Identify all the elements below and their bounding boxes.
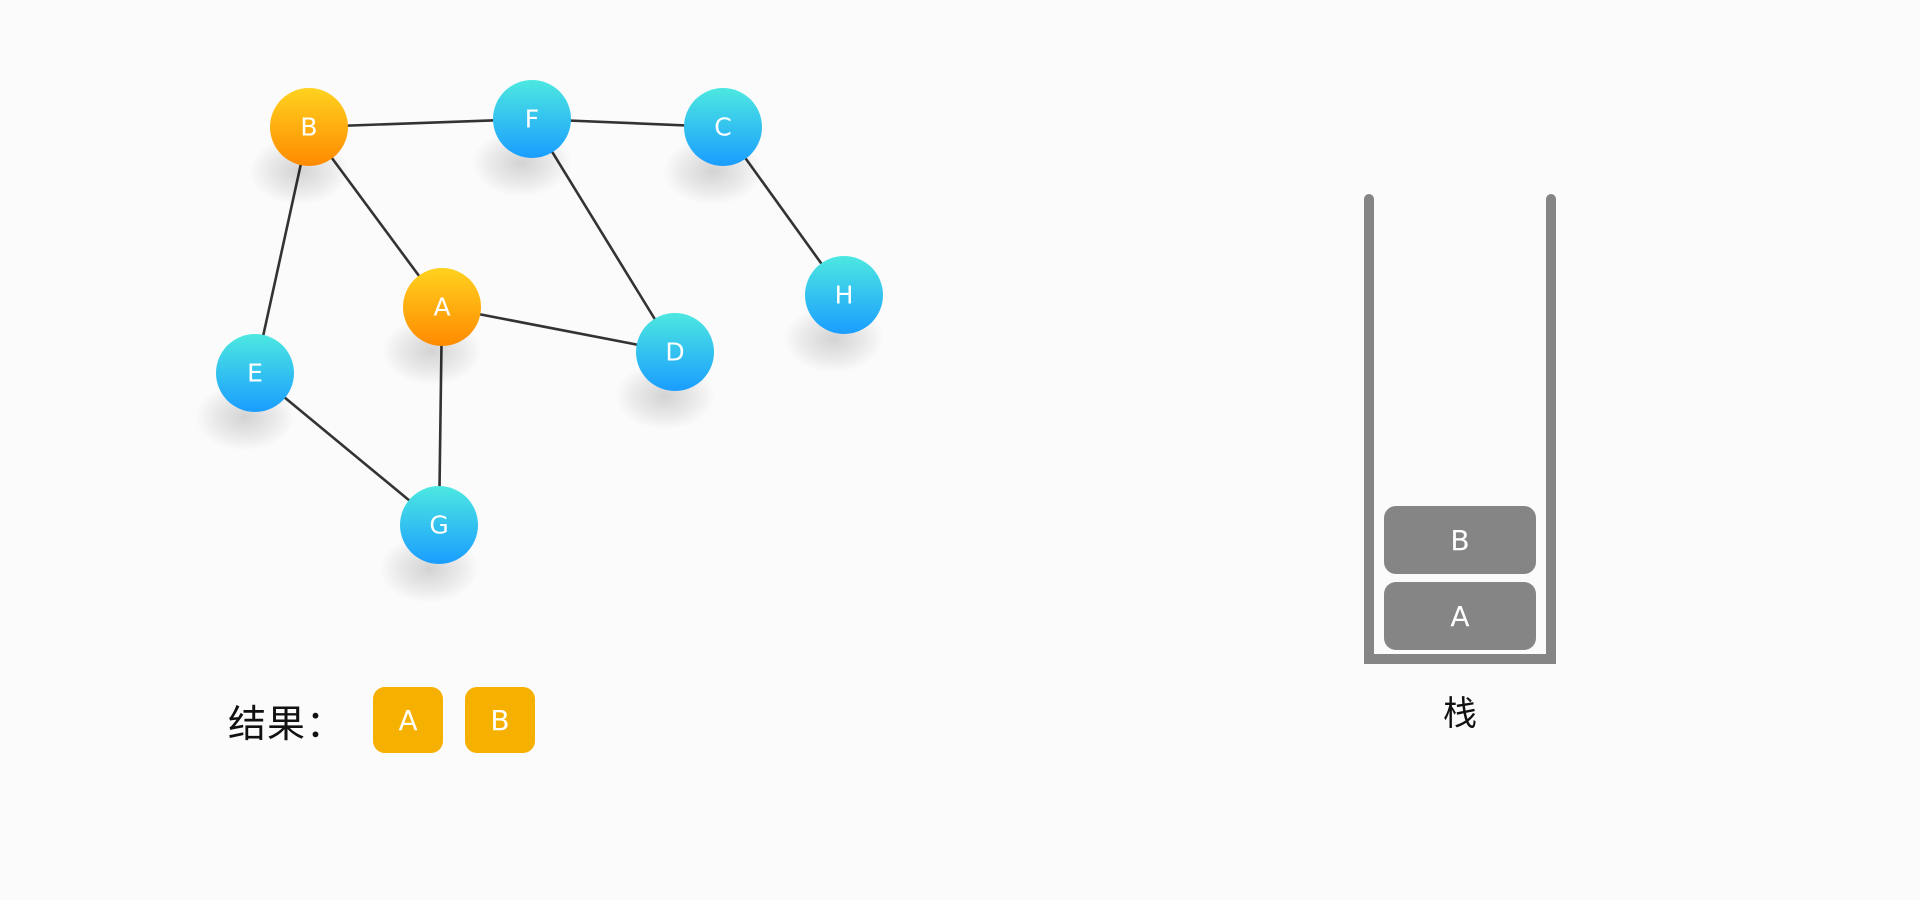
node-b: B [270,88,348,166]
node-e: E [216,334,294,412]
node-circle-d [636,313,714,391]
node-g: G [400,486,478,564]
node-label-g: G [429,511,448,540]
node-label-e: E [247,359,263,388]
node-circle-e [216,334,294,412]
node-circle-b [270,88,348,166]
node-circle-c [684,88,762,166]
stack-floor [1364,654,1556,664]
node-c: C [684,88,762,166]
node-label-a: A [433,293,450,322]
edge-a-d [441,305,676,354]
node-label-c: C [714,113,731,142]
node-shadows [195,129,884,603]
stack-wall-left [1364,194,1374,664]
result-item: B [465,687,536,753]
node-label-h: H [835,281,854,310]
node-label-b: B [300,113,317,142]
node-circle-a [403,268,481,346]
node-label-d: D [665,338,684,367]
node-circle-g [400,486,478,564]
node-circle-h [805,256,883,334]
stack-label: 栈 [1443,694,1477,734]
nodes-layer: A B C D E F G H [216,80,883,564]
result-label: 结果： [228,701,346,746]
stack-item: B [1384,506,1536,574]
node-d: D [636,313,714,391]
node-label-f: F [525,105,539,134]
node-a: A [403,268,481,346]
node-f: F [493,80,571,158]
stack-wall-right [1546,194,1556,664]
node-h: H [805,256,883,334]
stack-item: A [1384,582,1536,650]
result-item: A [373,687,444,753]
node-circle-f [493,80,571,158]
